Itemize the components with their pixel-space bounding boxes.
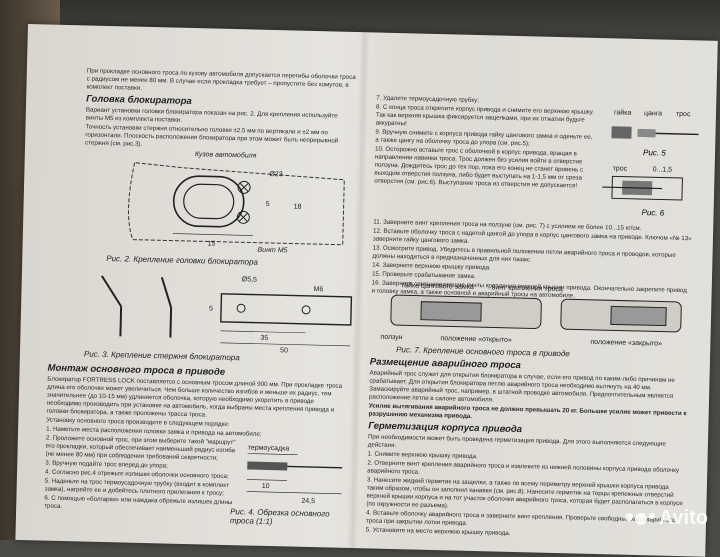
- fig5-collet: цанга: [644, 110, 662, 117]
- figure-3-rod-mount: Ø5,5 М6 5 35 50: [101, 275, 353, 354]
- figure-2-lock-head: Кузов автомобиля 15 Ø23 5 18 Винт М5: [127, 150, 345, 255]
- fig6-caption: Рис. 6: [641, 208, 664, 218]
- fig3-m6: М6: [314, 286, 324, 293]
- fig2-dim-diameter: Ø23: [269, 171, 283, 178]
- fig2-dim-18: 18: [294, 204, 302, 211]
- figure-7-drive: гайка цангового замка винт крепления тро…: [380, 281, 682, 348]
- main-cable-p3: 2. Проложите основной трос, при этом выб…: [45, 434, 236, 462]
- fig5-nut: гайка: [614, 108, 632, 116]
- fig2-screw-label: Винт М5: [257, 247, 287, 255]
- main-cable-p0: Блокиратор FORTRESS LOCK поставляется с …: [46, 375, 343, 419]
- instruction-sheet: При прокладке основного троса по кузову …: [15, 24, 718, 557]
- fig7-closed: положение «закрыто»: [590, 339, 662, 348]
- fig6-dim: 0...1,5: [653, 166, 673, 173]
- fig4-d10: 10: [262, 483, 270, 490]
- fig4-d245: 24,5: [301, 498, 315, 505]
- fig3-hole: Ø5,5: [242, 276, 257, 283]
- fig7-slider: ползун: [380, 334, 402, 342]
- fig5-rope: трос: [676, 111, 691, 118]
- fig4-caption: Рис. 4. Обрезка основного троса (1:1): [229, 507, 330, 527]
- fig5-caption: Рис. 5: [643, 148, 666, 158]
- fig3-d5: 5: [209, 306, 213, 313]
- fig7-screw-label: винт крепления троса: [492, 284, 563, 293]
- fig4-tube-label: термоусадка: [248, 444, 290, 452]
- fig2-dim-5: 5: [266, 201, 270, 208]
- fig7-open: положение «открыто»: [440, 335, 512, 344]
- figure-5-6: гайка цанга трос Рис. 5 трос 0...1,5 Рис…: [602, 108, 699, 218]
- figure-4-cable-trim: термоусадка 10 24,5: [246, 444, 343, 505]
- fig6-rope: трос: [613, 165, 628, 172]
- fig2-dim-15: 15: [208, 240, 216, 247]
- left-page-top: При прокладке основного троса по кузову …: [85, 67, 357, 155]
- fig2-body-label: Кузов автомобиля: [195, 150, 257, 160]
- avito-logo-icon: [624, 512, 655, 525]
- fig3-d35: 35: [260, 335, 268, 342]
- right-page-steps: 7. Удалите термоусадочную трубку; 8. С к…: [374, 95, 596, 192]
- avito-watermark: Avito: [624, 507, 708, 530]
- avito-watermark-text: Avito: [658, 507, 708, 529]
- fig3-d50: 50: [280, 347, 288, 354]
- step-10: 10. Осторожно вставьте трос с оболочкой …: [374, 145, 584, 190]
- fig7-nut-label: гайка цангового замка: [402, 281, 474, 291]
